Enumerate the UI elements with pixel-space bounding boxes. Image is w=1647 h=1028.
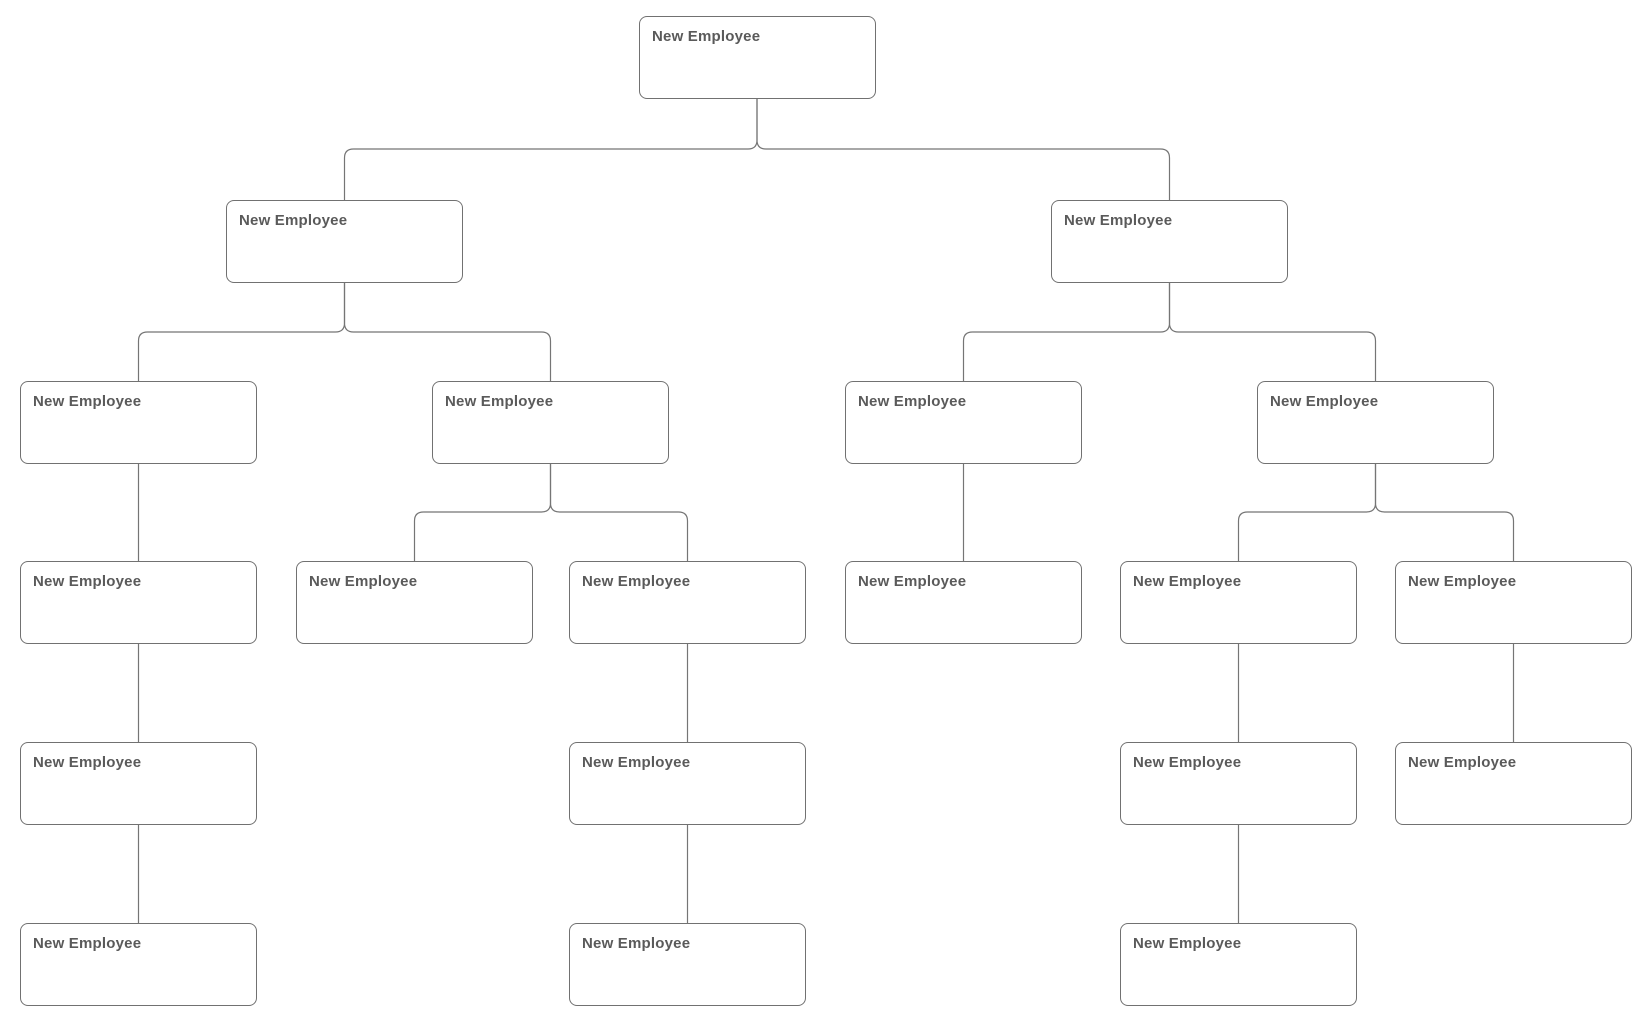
org-node[interactable]: New Employee [20,742,257,825]
org-node[interactable]: New Employee [296,561,533,644]
node-label: New Employee [652,28,761,45]
connector-n0-n1 [343,99,758,200]
org-node[interactable]: New Employee [1120,923,1357,1006]
connector-n0-n2 [756,99,1171,200]
node-label: New Employee [582,935,691,952]
connector-n6-n12 [1374,464,1515,561]
org-node[interactable]: New Employee [1120,742,1357,825]
node-label: New Employee [33,573,142,590]
org-node[interactable]: New Employee [1395,561,1632,644]
node-label: New Employee [33,754,142,771]
org-node[interactable]: New Employee [432,381,669,464]
connector-n2-n5 [962,283,1171,381]
org-node[interactable]: New Employee [1051,200,1288,283]
node-label: New Employee [1408,754,1517,771]
org-node[interactable]: New Employee [569,923,806,1006]
node-label: New Employee [582,573,691,590]
node-label: New Employee [1064,212,1173,229]
node-label: New Employee [1133,935,1242,952]
org-node[interactable]: New Employee [639,16,876,99]
connector-n1-n3 [137,283,346,381]
org-node[interactable]: New Employee [226,200,463,283]
org-node[interactable]: New Employee [1395,742,1632,825]
node-label: New Employee [239,212,348,229]
org-node[interactable]: New Employee [20,923,257,1006]
node-label: New Employee [582,754,691,771]
node-label: New Employee [1408,573,1517,590]
org-node[interactable]: New Employee [20,561,257,644]
connector-n2-n6 [1168,283,1377,381]
connector-n1-n4 [343,283,552,381]
org-node[interactable]: New Employee [569,742,806,825]
node-label: New Employee [309,573,418,590]
node-label: New Employee [858,393,967,410]
org-node[interactable]: New Employee [845,381,1082,464]
node-label: New Employee [445,393,554,410]
org-node[interactable]: New Employee [569,561,806,644]
connector-n4-n9 [549,464,689,561]
node-label: New Employee [1133,573,1242,590]
node-label: New Employee [858,573,967,590]
org-node[interactable]: New Employee [20,381,257,464]
node-label: New Employee [1270,393,1379,410]
org-node[interactable]: New Employee [1257,381,1494,464]
connector-n6-n11 [1237,464,1377,561]
org-node[interactable]: New Employee [845,561,1082,644]
node-label: New Employee [1133,754,1242,771]
node-label: New Employee [33,393,142,410]
connector-n4-n8 [413,464,552,561]
node-label: New Employee [33,935,142,952]
org-node[interactable]: New Employee [1120,561,1357,644]
